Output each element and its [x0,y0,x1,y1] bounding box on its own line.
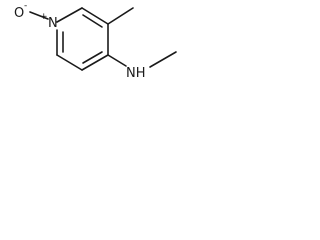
bond-c2-c3 [81,7,109,25]
bond-c4-c5 [81,54,109,71]
bond-n1-c2 [56,7,83,23]
amine-nh-label: NH [126,66,146,81]
structure-canvas: O - N + NH [0,0,188,108]
bond-c2-c3-inner [82,14,103,28]
bond-methyl [107,7,134,25]
bond-c4-nh [107,54,127,67]
bond-c5-c6 [56,54,83,71]
bond-nh-methyl [149,51,177,68]
bond-c4-c5-inner [82,51,103,64]
bond-n-o [29,11,49,20]
oxide-charge-label: - [24,1,27,11]
ring-nitrogen-label: N [48,16,58,31]
oxide-oxygen-label: O [14,6,24,21]
molecule-structure: O - N + NH [14,1,177,81]
ring-nitrogen-charge-label: + [40,12,48,22]
